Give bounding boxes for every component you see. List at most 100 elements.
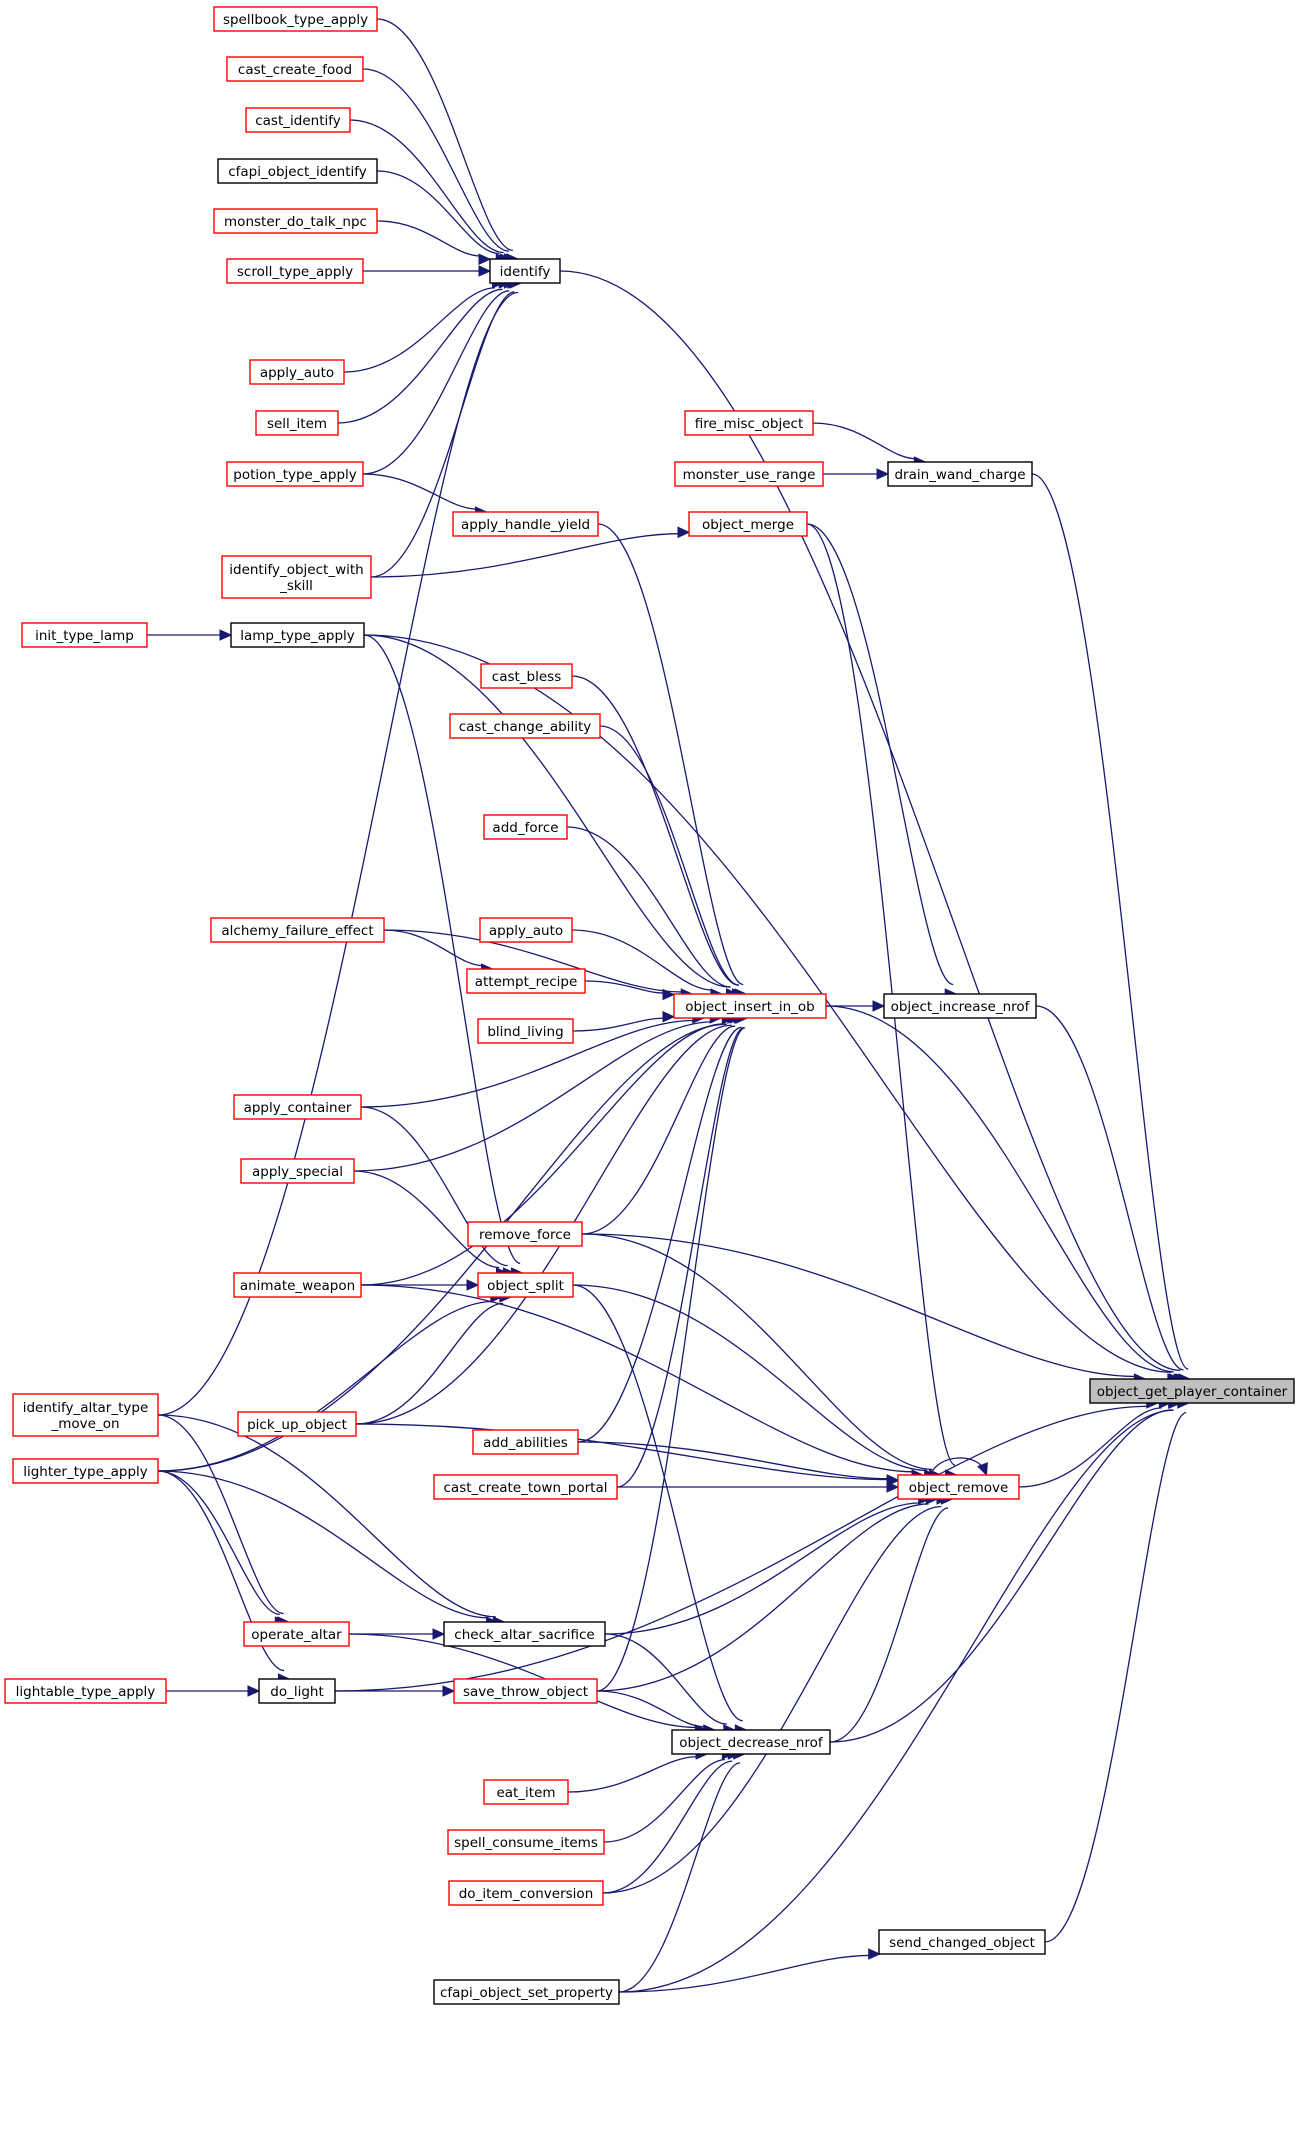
node-box xyxy=(671,1729,831,1755)
node-object-remove[interactable]: object_remove xyxy=(897,1474,1020,1500)
node-label: cast_create_food xyxy=(238,62,352,78)
node-object-merge[interactable]: object_merge xyxy=(688,511,808,537)
node-cast-change-ability[interactable]: cast_change_ability xyxy=(449,713,601,739)
arrowhead-operate-altar-to-check-altar-sacrifice xyxy=(432,1628,446,1640)
node-apply-special[interactable]: apply_special xyxy=(240,1158,355,1184)
node-send-changed-object[interactable]: send_changed_object xyxy=(878,1929,1046,1955)
arrowhead-cfapi-object-set-property-to-send-changed-object xyxy=(868,1948,881,1960)
node-fire-misc-object[interactable]: fire_misc_object xyxy=(684,410,814,436)
arrowhead-attempt-recipe-to-object-insert-in-ob xyxy=(662,988,676,1001)
node-box xyxy=(479,917,573,943)
node-label: do_light xyxy=(270,1684,324,1700)
node-label: object_merge xyxy=(702,517,794,533)
node-do-light[interactable]: do_light xyxy=(258,1678,336,1704)
node-eat-item[interactable]: eat_item xyxy=(483,1779,569,1805)
edge-line-cfapi-object-set-property-to-object-get-player-container xyxy=(618,1409,1174,1993)
edge-check-altar-sacrifice-to-object-remove xyxy=(604,1493,931,1635)
edge-drain-wand-charge-to-object-get-player-container xyxy=(1031,473,1192,1385)
node-label: cfapi_object_set_property xyxy=(440,1985,613,2001)
edge-line-lighter-type-apply-to-operate-altar xyxy=(157,1470,280,1616)
node-init-type-lamp[interactable]: init_type_lamp xyxy=(21,622,148,648)
node-box xyxy=(12,1458,159,1484)
node-blind-living[interactable]: blind_living xyxy=(477,1018,574,1044)
node-label: lighter_type_apply xyxy=(23,1464,148,1480)
edge-line-object-decrease-nrof-to-object-get-player-container xyxy=(829,1409,1173,1743)
edge-cast-create-town-portal-to-object-remove xyxy=(617,1481,900,1493)
node-box xyxy=(210,917,385,943)
node-cast-create-food[interactable]: cast_create_food xyxy=(226,56,364,82)
node-identify[interactable]: identify xyxy=(489,258,561,284)
node-cfapi-object-set-property[interactable]: cfapi_object_set_property xyxy=(433,1979,620,2005)
node-box xyxy=(226,461,364,487)
node-box xyxy=(449,713,601,739)
edge-do-item-conversion-to-object-remove xyxy=(602,1493,950,1894)
node-alchemy-failure-effect[interactable]: alchemy_failure_effect xyxy=(210,917,385,943)
node-operate-altar[interactable]: operate_altar xyxy=(243,1621,350,1647)
edge-object-merge-to-object-increase-nrof xyxy=(806,523,958,1000)
node-label: identify xyxy=(500,264,551,280)
node-lighter-type-apply[interactable]: lighter_type_apply xyxy=(12,1458,159,1484)
node-apply-handle-yield[interactable]: apply_handle_yield xyxy=(452,511,599,537)
node-do-item-conversion[interactable]: do_item_conversion xyxy=(448,1880,604,1906)
node-box xyxy=(489,258,561,284)
edge-blind-living-to-object-insert-in-ob xyxy=(572,1010,676,1032)
arrowhead-lightable-type-apply-to-do-light xyxy=(247,1685,261,1697)
node-apply-container[interactable]: apply_container xyxy=(233,1094,362,1120)
node-object-decrease-nrof[interactable]: object_decrease_nrof xyxy=(671,1729,831,1755)
nodes-layer: spellbook_type_apply cast_create_foodcast… xyxy=(4,6,1295,2005)
node-object-insert-in-ob[interactable]: object_insert_in_ob xyxy=(673,993,827,1019)
node-save-throw-object[interactable]: save_throw_object xyxy=(453,1678,598,1704)
edge-attempt-recipe-to-object-insert-in-ob xyxy=(584,980,676,1001)
edge-spellbook-type-apply-to-identify xyxy=(376,18,520,265)
edge-line-object-merge-to-object-increase-nrof xyxy=(806,523,954,986)
node-drain-wand-charge[interactable]: drain_wand_charge xyxy=(887,461,1033,487)
node-label: cast_bless xyxy=(492,669,561,685)
node-box xyxy=(674,461,824,487)
edge-line-add-abilities-to-object-insert-in-ob xyxy=(577,1026,742,1443)
node-potion-type-apply[interactable]: potion_type_apply xyxy=(226,461,364,487)
edge-cast-create-food-to-identify xyxy=(362,68,517,265)
node-label: check_altar_sacrifice xyxy=(454,1627,594,1643)
node-monster-use-range[interactable]: monster_use_range xyxy=(674,461,824,487)
node-apply-auto-left[interactable]: apply_auto xyxy=(249,359,345,385)
node-spell-consume-items[interactable]: spell_consume_items xyxy=(447,1829,605,1855)
edge-line-cfapi-object-set-property-to-send-changed-object xyxy=(618,1954,870,1993)
node-object-split[interactable]: object_split xyxy=(477,1272,574,1298)
node-label: apply_auto xyxy=(489,923,563,939)
node-apply-auto-mid[interactable]: apply_auto xyxy=(479,917,573,943)
node-identify-altar-type-move-on[interactable]: identify_altar_type_move_on xyxy=(12,1393,159,1437)
node-sell-item[interactable]: sell_item xyxy=(255,410,339,436)
node-label: save_throw_object xyxy=(463,1684,588,1700)
node-cfapi-object-identify[interactable]: cfapi_object_identify xyxy=(217,158,378,184)
node-label: monster_use_range xyxy=(683,467,816,483)
node-monster-do-talk-npc[interactable]: monster_do_talk_npc xyxy=(213,208,378,234)
node-add-force[interactable]: add_force xyxy=(483,814,568,840)
node-animate-weapon[interactable]: animate_weapon xyxy=(233,1272,362,1298)
node-object-get-player-container[interactable]: object_get_player_container xyxy=(1089,1378,1295,1404)
node-cast-create-town-portal[interactable]: cast_create_town_portal xyxy=(433,1474,618,1500)
node-attempt-recipe[interactable]: attempt_recipe xyxy=(466,968,586,994)
node-pick-up-object[interactable]: pick_up_object xyxy=(237,1411,357,1437)
node-scroll-type-apply[interactable]: scroll_type_apply xyxy=(226,258,364,284)
node-add-abilities[interactable]: add_abilities xyxy=(472,1429,579,1455)
node-lamp-type-apply[interactable]: lamp_type_apply xyxy=(230,622,365,648)
node-lightable-type-apply[interactable]: lightable_type_apply xyxy=(4,1678,167,1704)
node-box xyxy=(4,1678,167,1704)
node-check-altar-sacrifice[interactable]: check_altar_sacrifice xyxy=(443,1621,606,1647)
edge-line-fire-misc-object-to-drain-wand-charge xyxy=(812,422,916,460)
node-identify-object-with-skill[interactable]: identify_object_with_skill xyxy=(221,555,372,599)
node-cast-bless[interactable]: cast_bless xyxy=(480,663,573,689)
node-label: remove_force xyxy=(479,1227,571,1243)
node-cast-identify[interactable]: cast_identify xyxy=(245,107,351,133)
node-label: object_increase_nrof xyxy=(891,999,1031,1015)
edge-init-type-lamp-to-lamp-type-apply xyxy=(147,629,233,641)
node-box xyxy=(230,622,365,648)
node-spellbook-type-apply[interactable]: spellbook_type_apply xyxy=(213,6,378,32)
edge-line-do-item-conversion-to-object-decrease-nrof xyxy=(602,1760,733,1894)
edge-lighter-type-apply-to-do-light xyxy=(157,1470,291,1685)
edge-line-object-split-to-object-remove xyxy=(572,1284,927,1472)
node-box xyxy=(240,1158,355,1184)
node-label: identify_object_with xyxy=(229,562,363,578)
node-remove-force[interactable]: remove_force xyxy=(467,1221,583,1247)
node-object-increase-nrof[interactable]: object_increase_nrof xyxy=(883,993,1037,1019)
